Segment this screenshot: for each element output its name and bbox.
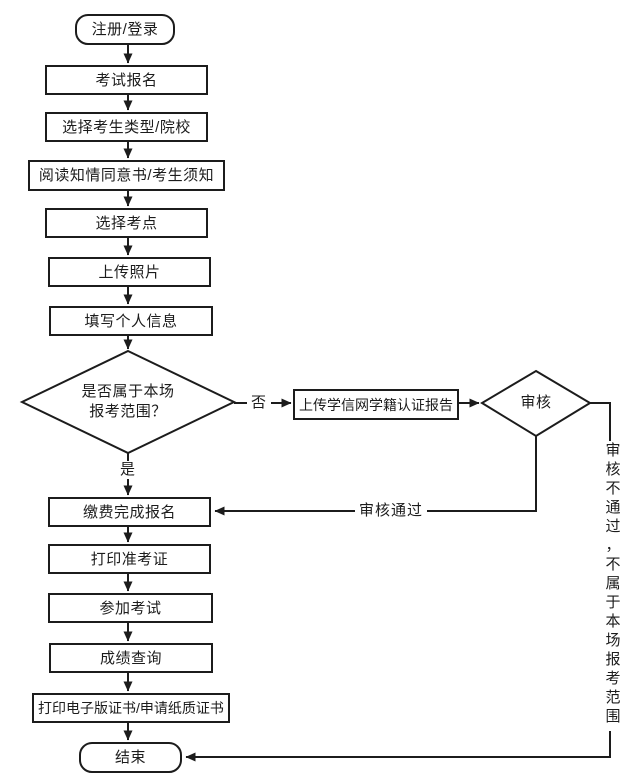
line-review-fail-to-end [185, 402, 611, 762]
review-decision-diamond [480, 369, 592, 438]
node-upload-report: 上传学信网学籍认证报告 [293, 389, 459, 420]
node-pay: 缴费完成报名 [48, 497, 211, 527]
node-print-ticket: 打印准考证 [48, 544, 211, 574]
node-print-cert: 打印电子版证书/申请纸质证书 [32, 693, 230, 723]
node-select-type: 选择考生类型/院校 [45, 112, 208, 142]
node-check-score: 成绩查询 [49, 643, 213, 673]
node-fill-info: 填写个人信息 [49, 306, 213, 336]
scope-decision-label-line1: 是否属于本场 [81, 383, 175, 400]
scope-decision-diamond [19, 349, 237, 455]
edge-label-yes: 是 [116, 461, 141, 479]
line-review-pass-to-pay [214, 436, 537, 516]
scope-decision-label: 是否属于本场 报考范围？ [38, 372, 218, 432]
edge-label-review-pass: 审核通过 [355, 502, 428, 520]
node-register: 考试报名 [45, 65, 208, 95]
node-upload-photo: 上传照片 [48, 257, 211, 287]
node-select-site: 选择考点 [45, 208, 208, 238]
node-start: 注册/登录 [75, 14, 175, 45]
edge-label-no: 否 [247, 394, 272, 412]
node-end: 结束 [79, 742, 182, 773]
scope-decision-label-line2: 报考范围？ [89, 403, 167, 420]
review-decision-label: 审核 [520, 394, 552, 411]
edge-label-review-fail: 审核不通过，不属于本场报考范围 [601, 441, 625, 731]
node-read-notice: 阅读知情同意书/考生须知 [28, 160, 225, 191]
node-take-exam: 参加考试 [48, 593, 213, 623]
